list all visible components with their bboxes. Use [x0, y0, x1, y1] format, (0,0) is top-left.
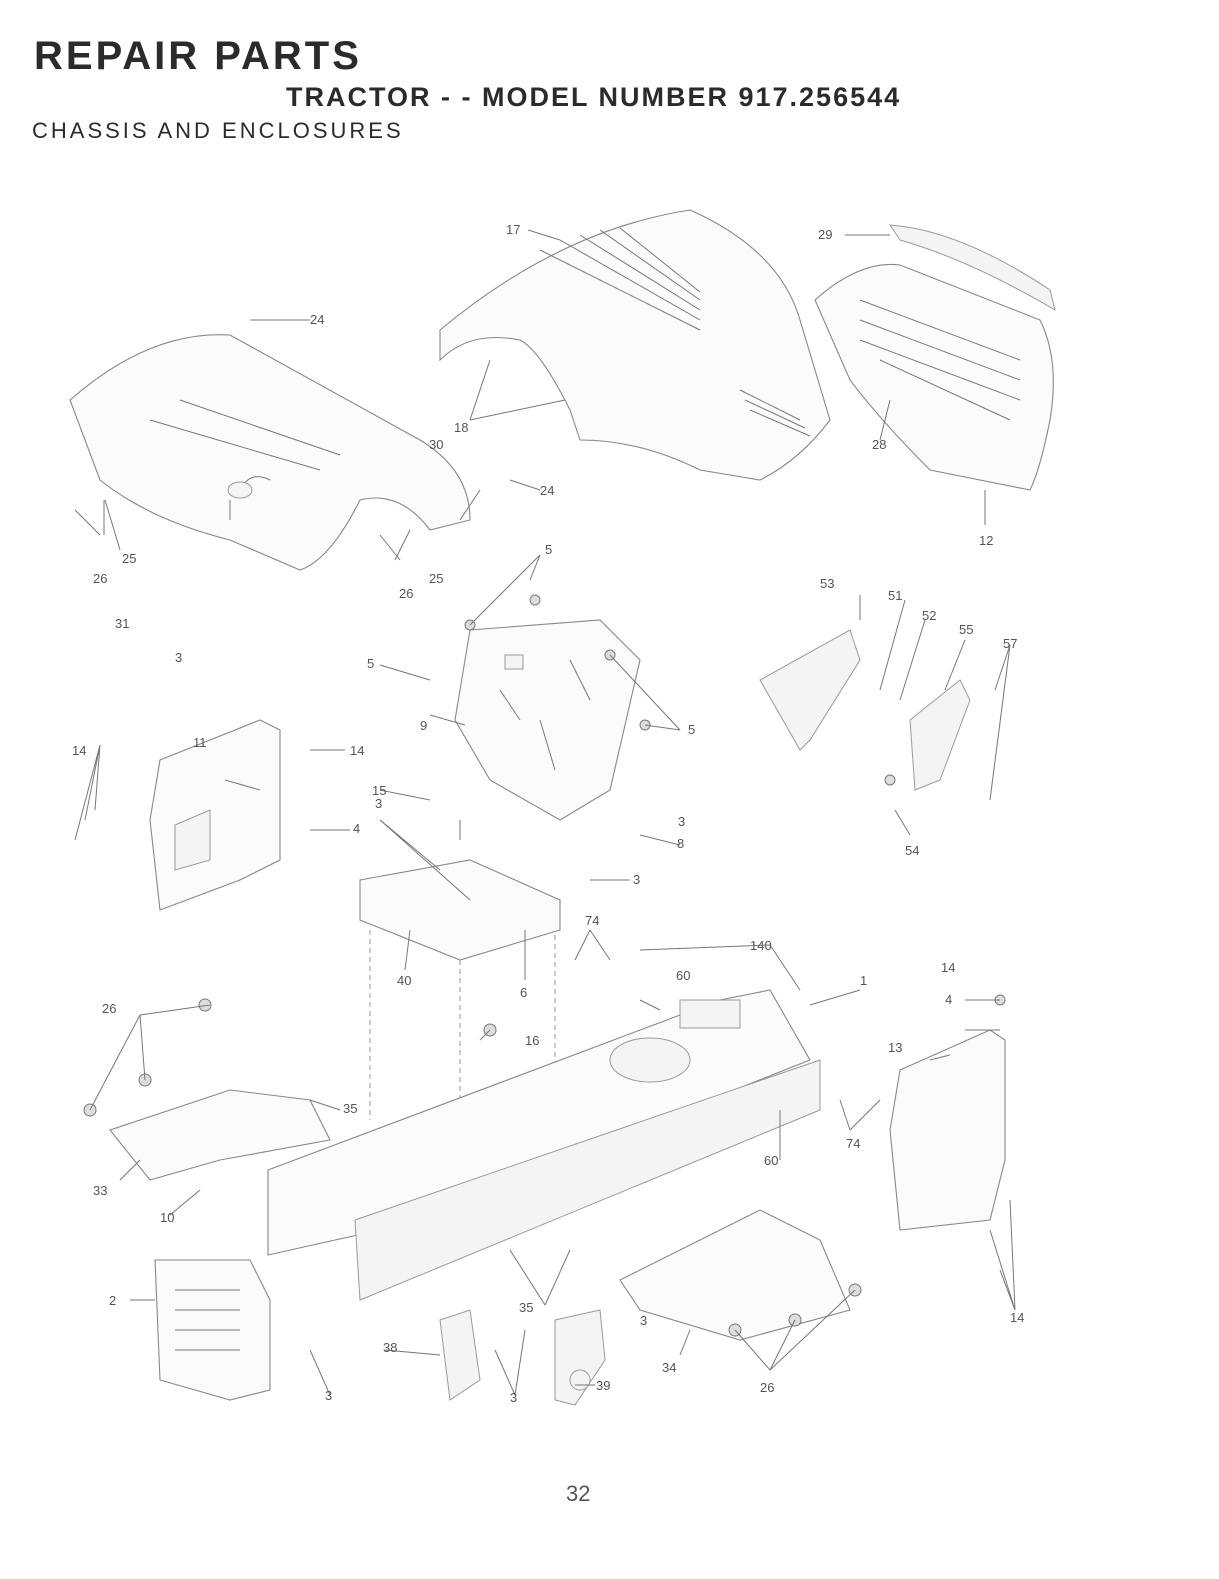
callout-26: 26 — [93, 571, 107, 586]
callout-60: 60 — [764, 1153, 778, 1168]
callout-4: 4 — [945, 992, 952, 1007]
callout-38: 38 — [383, 1340, 397, 1355]
callout-26: 26 — [760, 1380, 774, 1395]
callout-60: 60 — [676, 968, 690, 983]
callout-3: 3 — [640, 1313, 647, 1328]
callout-29: 29 — [818, 227, 832, 242]
callout-30: 30 — [429, 437, 443, 452]
page-number: 32 — [566, 1481, 590, 1507]
callout-55: 55 — [959, 622, 973, 637]
callout-13: 13 — [888, 1040, 902, 1055]
part-fender — [70, 335, 470, 570]
callout-11: 11 — [193, 735, 207, 750]
callout-3: 3 — [678, 814, 685, 829]
callout-14: 14 — [72, 743, 86, 758]
callout-5: 5 — [545, 542, 552, 557]
callout-25: 25 — [429, 571, 443, 586]
callout-51: 51 — [888, 588, 902, 603]
callout-53: 53 — [820, 576, 834, 591]
callout-26: 26 — [102, 1001, 116, 1016]
callout-2: 2 — [109, 1293, 116, 1308]
callout-74: 74 — [585, 913, 599, 928]
callout-25: 25 — [122, 551, 136, 566]
part-steering-brackets — [760, 630, 970, 790]
part-left-panel — [150, 720, 280, 910]
callout-34: 34 — [662, 1360, 676, 1375]
callout-5: 5 — [367, 656, 374, 671]
callout-3: 3 — [325, 1388, 332, 1403]
callout-16: 16 — [525, 1033, 539, 1048]
callout-35: 35 — [519, 1300, 533, 1315]
callout-4: 4 — [353, 821, 360, 836]
callout-26: 26 — [399, 586, 413, 601]
callout-3: 3 — [510, 1390, 517, 1405]
callout-6: 6 — [520, 985, 527, 1000]
callout-3: 3 — [375, 796, 382, 811]
callout-140: 140 — [750, 938, 772, 953]
callout-74: 74 — [846, 1136, 860, 1151]
callout-54: 54 — [905, 843, 919, 858]
callout-33: 33 — [93, 1183, 107, 1198]
callout-24: 24 — [310, 312, 324, 327]
part-hood — [440, 210, 830, 480]
callout-57: 57 — [1003, 636, 1017, 651]
part-grille-housing — [815, 225, 1055, 490]
callout-3: 3 — [633, 872, 640, 887]
callout-1: 1 — [860, 973, 867, 988]
callout-24: 24 — [540, 483, 554, 498]
callout-40: 40 — [397, 973, 411, 988]
callout-31: 31 — [115, 616, 129, 631]
callout-35: 35 — [343, 1101, 357, 1116]
callout-5: 5 — [688, 722, 695, 737]
callout-17: 17 — [506, 222, 520, 237]
callout-10: 10 — [160, 1210, 174, 1225]
callout-14: 14 — [1010, 1310, 1024, 1325]
callout-3: 3 — [175, 650, 182, 665]
callout-8: 8 — [677, 836, 684, 851]
part-right-panel — [890, 1030, 1005, 1230]
callout-39: 39 — [596, 1378, 610, 1393]
callout-28: 28 — [872, 437, 886, 452]
callout-14: 14 — [350, 743, 364, 758]
callout-52: 52 — [922, 608, 936, 623]
callout-12: 12 — [979, 533, 993, 548]
callout-9: 9 — [420, 718, 427, 733]
callout-18: 18 — [454, 420, 468, 435]
callout-14: 14 — [941, 960, 955, 975]
